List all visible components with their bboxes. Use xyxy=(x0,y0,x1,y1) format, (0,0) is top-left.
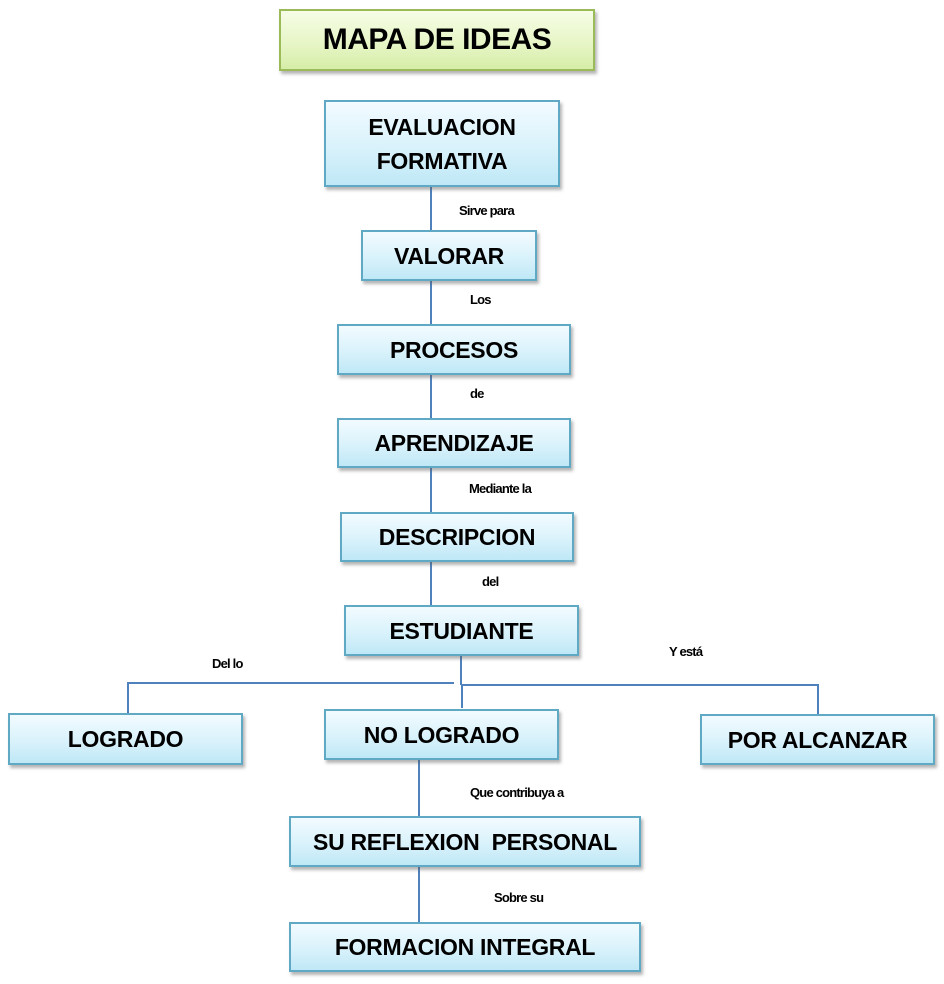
node-logrado: LOGRADO xyxy=(8,713,243,765)
node-valorar: VALORAR xyxy=(361,230,537,281)
node-su-reflexion-personal: SU REFLEXION PERSONAL xyxy=(289,816,641,867)
connector-los: Los xyxy=(470,292,492,307)
connector-del-lo: Del lo xyxy=(212,656,243,671)
connector-que-contribuya: Que contribuya a xyxy=(470,785,564,800)
node-estudiante: ESTUDIANTE xyxy=(344,605,579,656)
connector-mediante-la: Mediante la xyxy=(469,481,532,496)
connector-sobre-su: Sobre su xyxy=(494,890,544,905)
node-aprendizaje: APRENDIZAJE xyxy=(337,418,571,468)
connector-del: del xyxy=(482,574,499,589)
map-title: MAPA DE IDEAS xyxy=(279,9,595,71)
connector-y-esta: Y está xyxy=(669,644,703,659)
node-formacion-integral: FORMACION INTEGRAL xyxy=(289,922,641,972)
node-descripcion: DESCRIPCION xyxy=(340,512,574,562)
node-por-alcanzar: POR ALCANZAR xyxy=(700,714,935,765)
node-evaluacion-formativa: EVALUACION FORMATIVA xyxy=(324,100,560,187)
connector-sirve-para: Sirve para xyxy=(459,203,515,218)
node-procesos: PROCESOS xyxy=(337,324,571,375)
node-no-logrado: NO LOGRADO xyxy=(324,709,559,760)
connector-de: de xyxy=(470,386,484,401)
